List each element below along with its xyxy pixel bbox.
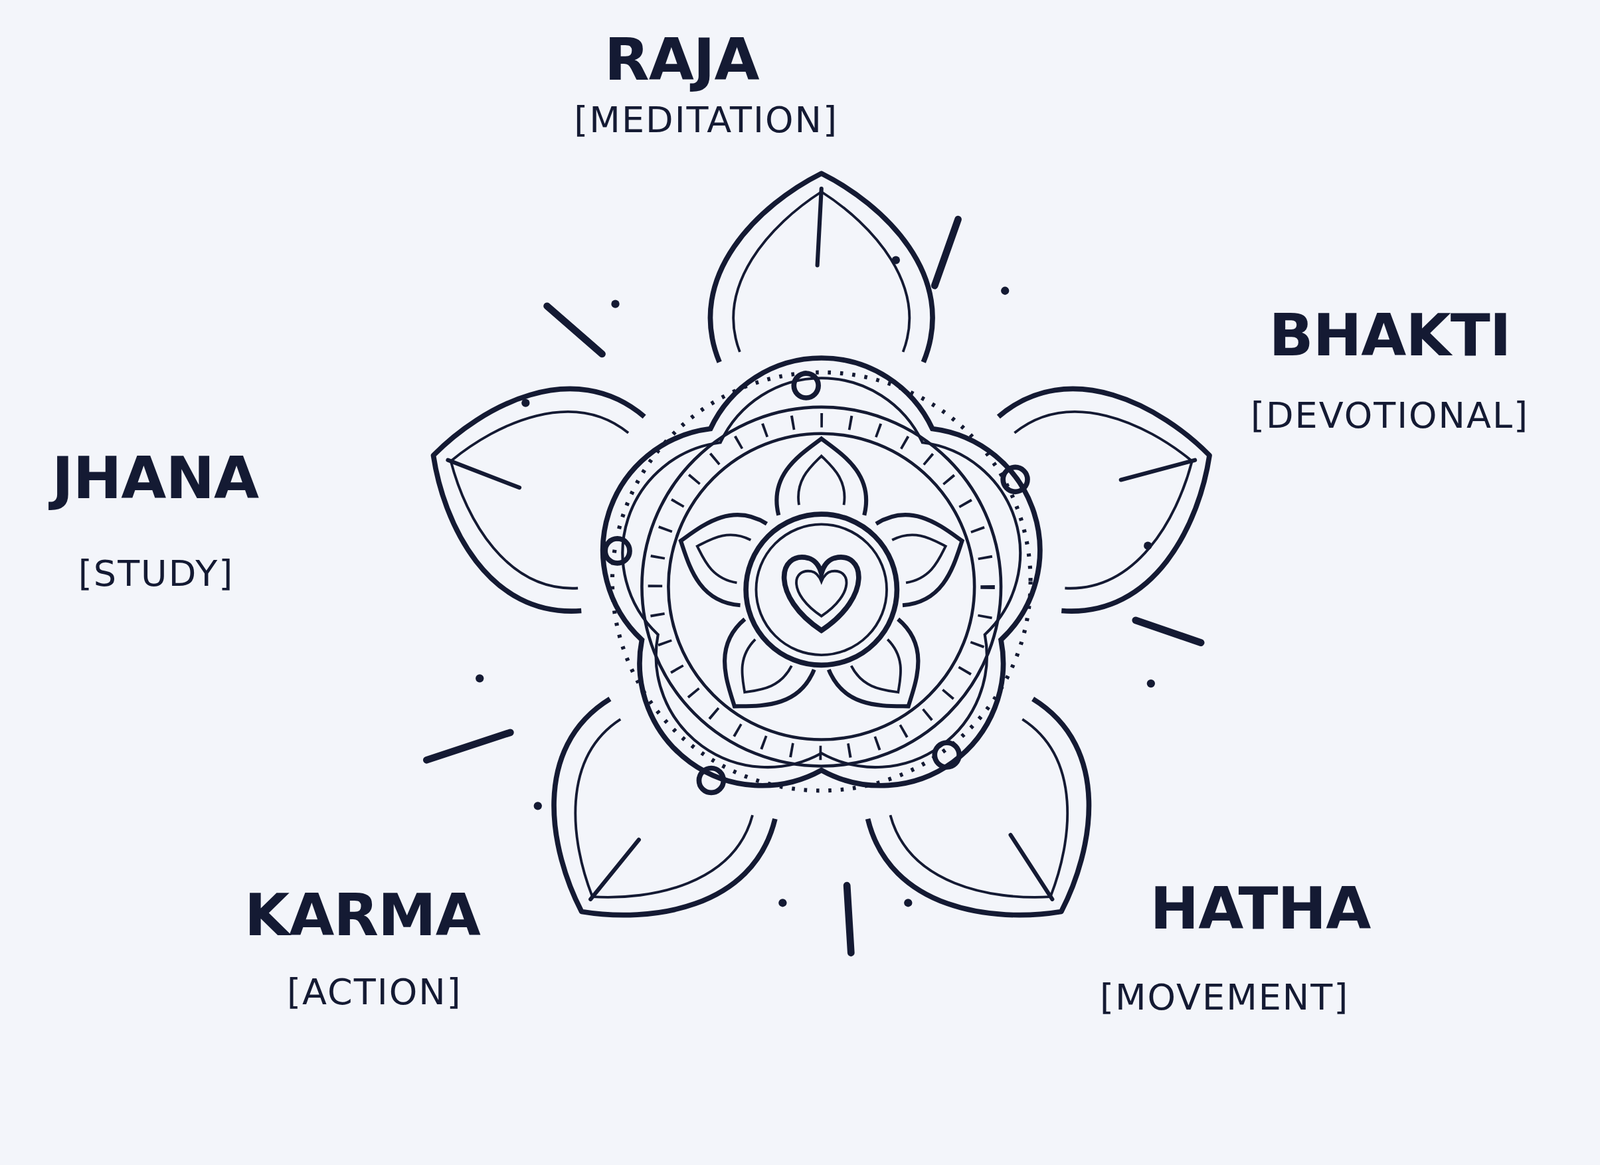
- path-name: BHAKTI: [1269, 306, 1512, 365]
- path-name: KARMA: [244, 886, 481, 945]
- scalloped-ring: [603, 357, 1041, 791]
- inner-petals: [666, 438, 976, 733]
- heart-center: [745, 514, 897, 665]
- path-meaning: [ACTION]: [286, 974, 463, 1011]
- radiating-dashes: [426, 219, 1201, 953]
- scatter-dots: [475, 256, 1156, 908]
- path-meaning: [MOVEMENT]: [1099, 979, 1349, 1016]
- path-meaning: [STUDY]: [78, 555, 235, 592]
- path-name: HATHA: [1150, 879, 1371, 938]
- path-meaning: [DEVOTIONAL]: [1250, 397, 1529, 434]
- tick-ring: [641, 407, 1001, 767]
- path-name: RAJA: [604, 30, 760, 89]
- outer-petals: [399, 173, 1245, 978]
- path-name: JHANA: [51, 448, 259, 508]
- path-meaning: [MEDITATION]: [573, 102, 839, 139]
- ring-circles: [605, 373, 1028, 793]
